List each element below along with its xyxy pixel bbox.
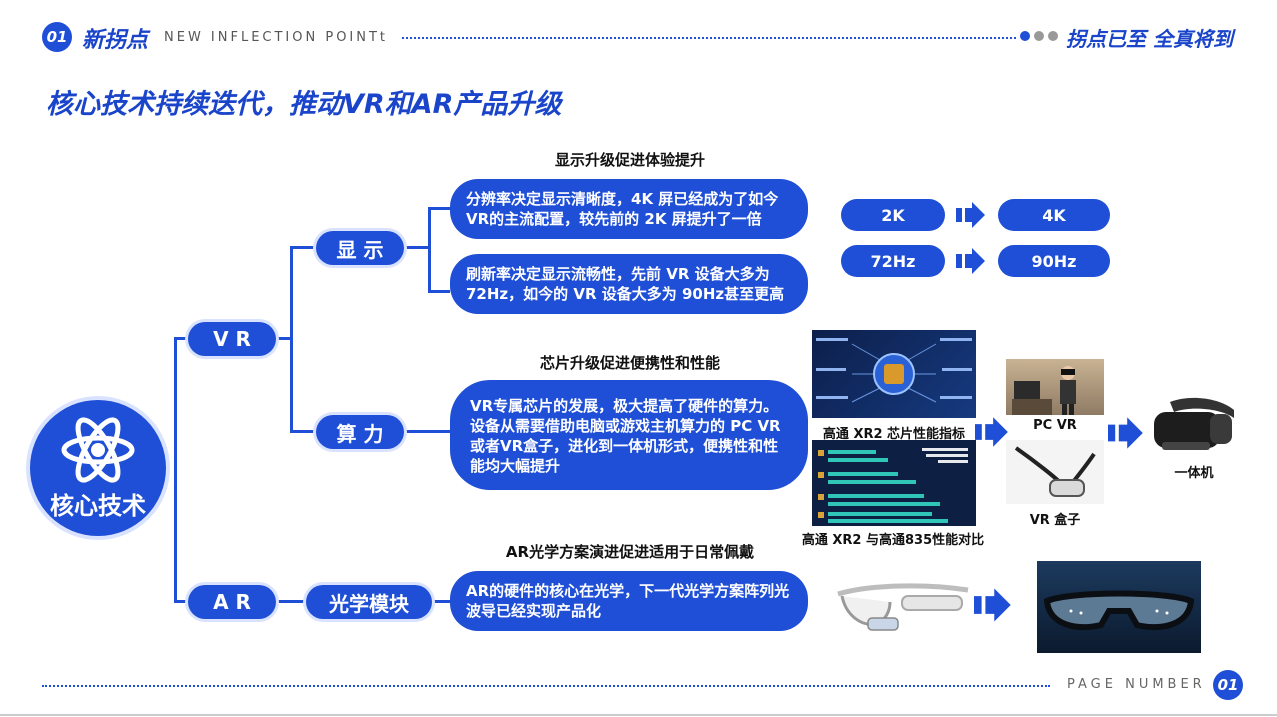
header-number: 01 bbox=[46, 28, 68, 46]
display-top-branch bbox=[428, 207, 450, 210]
trunk-line bbox=[174, 337, 177, 601]
header-title: 新拐点 bbox=[82, 28, 149, 53]
hz-from-pill: 72Hz bbox=[841, 245, 945, 277]
optics-node: 光学模块 bbox=[306, 585, 432, 619]
ar-branch-line bbox=[174, 600, 188, 603]
arrow-right-icon bbox=[956, 248, 985, 274]
resolution-text-box: 分辨率决定显示清晰度，4K 屏已经成为了如今VR的主流配置，较先前的 2K 屏提… bbox=[450, 179, 808, 239]
chip-heading: 芯片升级促进便携性和性能 bbox=[539, 354, 720, 372]
footer-page-number-badge: 01 bbox=[1213, 670, 1243, 700]
arrow-right-icon bbox=[956, 202, 985, 228]
refresh-text-box: 刷新率决定显示流畅性，先前 VR 设备大多为72Hz，如今的 VR 设备大多为 … bbox=[450, 254, 808, 314]
all-in-one-caption: 一体机 bbox=[1174, 466, 1214, 481]
vr-branch-line bbox=[174, 337, 188, 340]
vr-vertical bbox=[290, 246, 293, 432]
ar-node: A R bbox=[188, 585, 276, 619]
arrow-right-icon bbox=[1108, 417, 1143, 449]
vr-box-image bbox=[1006, 440, 1104, 504]
xr2-chip-image bbox=[812, 330, 976, 418]
header-subtitle: NEW INFLECTION POINTt bbox=[164, 30, 389, 45]
arrow-right-icon bbox=[975, 417, 1008, 447]
atom-icon bbox=[61, 417, 135, 483]
compute-branch bbox=[290, 430, 316, 433]
vr-out-line bbox=[276, 337, 292, 340]
xr2-compare-caption: 高通 XR2 与高通835性能对比 bbox=[801, 533, 985, 548]
xr2-compare-image bbox=[812, 440, 976, 526]
core-tech-label: 核心技术 bbox=[50, 492, 146, 520]
display-bottom-branch bbox=[428, 290, 450, 293]
chip-text-box: VR专属芯片的发展，极大提高了硬件的算力。设备从需要借助电脑或游戏主机算力的 P… bbox=[450, 380, 808, 490]
vr-box-caption: VR 盒子 bbox=[1029, 513, 1081, 528]
ar-glasses-new-image bbox=[1037, 561, 1201, 653]
footer-page-number: 01 bbox=[1217, 676, 1239, 694]
optics-out bbox=[432, 600, 450, 603]
header-right-text: 拐点已至 全真将到 bbox=[1066, 27, 1233, 51]
display-out bbox=[404, 246, 430, 249]
ar-heading: AR光学方案演进促进适用于日常佩戴 bbox=[505, 543, 755, 561]
hz-to-pill: 90Hz bbox=[998, 245, 1110, 277]
display-branch bbox=[290, 246, 316, 249]
display-vertical bbox=[428, 207, 431, 293]
compute-node: 算 力 bbox=[316, 415, 404, 449]
pc-vr-caption: PC VR bbox=[1033, 418, 1077, 433]
ar-glasses-old-image bbox=[837, 583, 969, 631]
header-dots bbox=[1020, 31, 1058, 41]
vr-node: V R bbox=[188, 322, 276, 356]
display-node: 显 示 bbox=[316, 231, 404, 265]
res-to-pill: 4K bbox=[998, 199, 1110, 231]
header-dotted-line bbox=[402, 37, 1016, 39]
display-heading: 显示升级促进体验提升 bbox=[554, 151, 705, 169]
footer-page-label: PAGE NUMBER bbox=[1067, 677, 1206, 692]
footer-dotted-line bbox=[42, 685, 1050, 687]
core-tech-node: 核心技术 bbox=[30, 400, 166, 536]
header-number-badge: 01 bbox=[42, 22, 72, 52]
ar-out bbox=[276, 600, 306, 603]
res-from-pill: 2K bbox=[841, 199, 945, 231]
vr-headset-image bbox=[1154, 397, 1234, 450]
xr2-chip-caption: 高通 XR2 芯片性能指标 bbox=[822, 427, 966, 442]
compute-out bbox=[404, 430, 450, 433]
arrow-right-icon bbox=[974, 588, 1011, 622]
pc-vr-image bbox=[1006, 359, 1104, 415]
bottom-rule bbox=[0, 714, 1277, 716]
optics-text-box: AR的硬件的核心在光学，下一代光学方案阵列光波导已经实现产品化 bbox=[450, 571, 808, 631]
page-title: 核心技术持续迭代，推动VR和AR产品升级 bbox=[46, 89, 562, 120]
